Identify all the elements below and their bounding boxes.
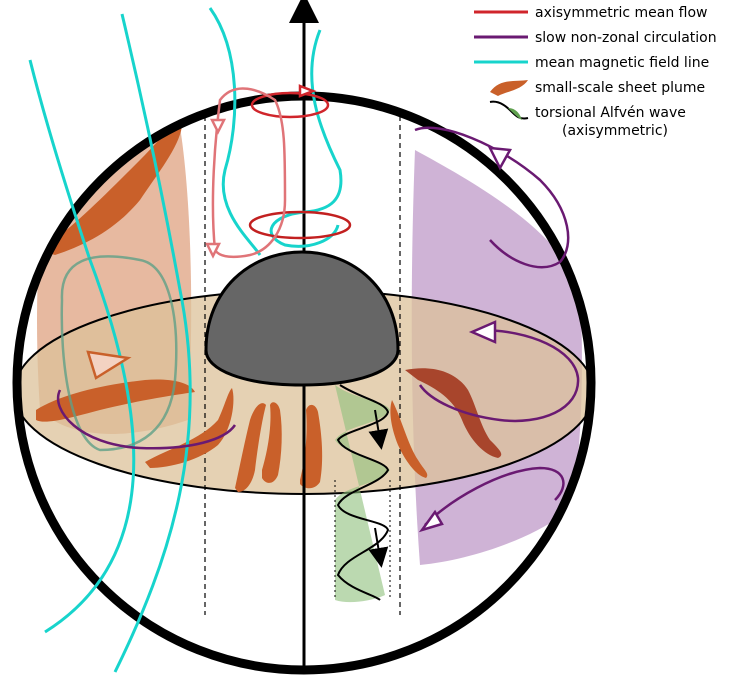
- nonzonal-loop-left: [57, 389, 237, 450]
- wave-line: [336, 384, 390, 601]
- nonzonal-arrow-upper: [487, 146, 513, 171]
- nonzonal-loop-lower: [424, 466, 565, 526]
- legend-label-wave-note: (axisymmetric): [562, 123, 668, 139]
- nonzonal-loop-upper: [414, 126, 570, 269]
- wave-envelope: [335, 385, 390, 603]
- sheet-plume-equatorial: [36, 379, 195, 422]
- mean-flow-meridional-loop: [211, 87, 287, 259]
- legend-swatch-wave: [489, 100, 529, 120]
- legend-label-plume: small-scale sheet plume: [535, 80, 705, 96]
- legend-label-field-line: mean magnetic field line: [535, 55, 709, 71]
- mean-flow-arrow-loop: [209, 118, 227, 135]
- legend-label-mean-flow: axisymmetric mean flow: [535, 5, 708, 21]
- nonzonal-arrow-lower: [418, 509, 444, 533]
- nonzonal-loop-equator: [418, 328, 580, 423]
- legend-label-nonzonal: slow non-zonal circulation: [535, 30, 717, 46]
- legend-swatch-plume: [490, 80, 528, 96]
- legend: axisymmetric mean flow slow non-zonal ci…: [474, 5, 717, 139]
- legend-swatch-wave-fill: [508, 108, 522, 120]
- sheet-plume-small-4: [300, 404, 323, 489]
- mean-flow: [204, 84, 352, 259]
- mean-flow-arrow-loop-2: [204, 242, 222, 259]
- wave-arrow-1: [368, 409, 389, 450]
- field-line-middle: [113, 13, 192, 673]
- sheet-plume-small-3: [262, 402, 282, 483]
- plume-arrow: [86, 350, 132, 380]
- wave-arrow-2: [368, 527, 389, 568]
- field-line-inner: [208, 7, 262, 256]
- torsional-alfven-wave: [334, 384, 391, 603]
- field-line-outer: [28, 59, 136, 634]
- sheet-plume-small-1: [145, 388, 234, 468]
- legend-label-wave: torsional Alfvén wave: [535, 105, 686, 121]
- mean-flow-arrow-top: [298, 84, 317, 98]
- inner-core: [204, 250, 400, 387]
- mean-flow-ring-top: [250, 91, 330, 119]
- nonzonal-circulation: [57, 126, 580, 533]
- mean-flow-ring-lower: [248, 210, 352, 240]
- nonzonal-arrow-equator: [468, 320, 497, 344]
- sheet-plume-small-5: [390, 400, 428, 478]
- sheet-plume-small-2: [235, 403, 266, 492]
- sheet-plume-right: [405, 368, 502, 458]
- magnetic-loop-inside-plume: [60, 255, 178, 452]
